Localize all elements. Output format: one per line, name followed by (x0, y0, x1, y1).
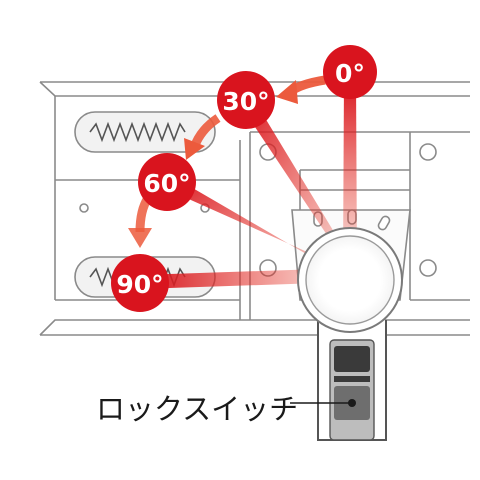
lock-switch[interactable] (334, 346, 370, 420)
pivot-hub (297, 227, 403, 333)
mounting-holes (79, 143, 437, 277)
angle-label-0: 0° (335, 59, 365, 88)
angle-label-60: 60° (143, 169, 190, 198)
rotation-arrowheads (128, 80, 298, 248)
angle-badge-30: 30° (217, 71, 275, 129)
angle-label-30: 30° (222, 87, 269, 116)
lock-switch-label: ロックスイッチ (96, 392, 299, 426)
upper-spring-slot (74, 111, 216, 153)
angle-label-90: 90° (116, 270, 163, 299)
angle-badge-0: 0° (323, 45, 377, 99)
angle-badge-60: 60° (138, 153, 196, 211)
angle-badge-90: 90° (111, 254, 169, 312)
